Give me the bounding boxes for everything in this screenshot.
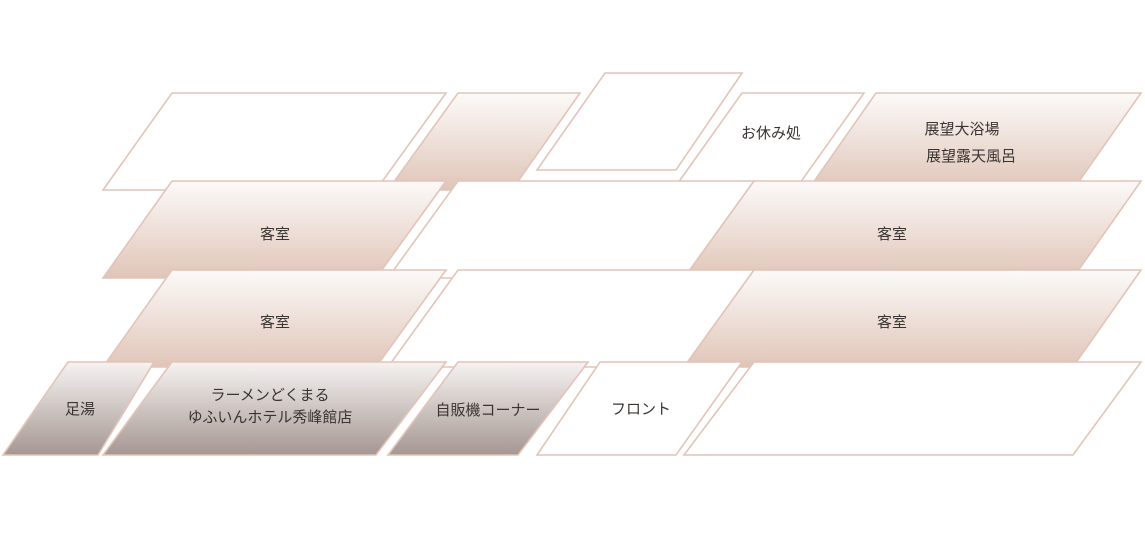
ramen-shop-branch-label: ゆふいんホテル秀峰館店	[188, 408, 353, 426]
guest-room-2f-right-label: 客室	[877, 313, 907, 331]
footbath-tile[interactable]	[1, 361, 156, 456]
guest-room-3f-right-label: 客室	[877, 225, 907, 243]
ramen-shop-tile[interactable]	[101, 361, 448, 456]
rest-area-label: お休み処	[741, 124, 801, 142]
guest-room-2f-right-tile[interactable]	[682, 269, 1143, 368]
guest-room-3f-left-label: 客室	[260, 225, 290, 243]
vending-corner-label: 自販機コーナー	[435, 401, 540, 419]
guest-room-3f-right-tile[interactable]	[682, 180, 1143, 279]
front-desk-tile[interactable]	[535, 361, 744, 456]
top-floor-blank-room-1	[101, 92, 448, 191]
vending-corner-tile[interactable]	[386, 361, 590, 456]
observation-open-air-bath-label: 展望露天風呂	[926, 147, 1016, 165]
footbath-label: 足湯	[65, 400, 95, 418]
top-floor-stairwell-tile	[535, 72, 744, 171]
guest-room-2f-left-label: 客室	[260, 313, 290, 331]
observation-bath-tile[interactable]	[806, 92, 1143, 191]
front-desk-label: フロント	[611, 400, 671, 418]
observation-bath-label: 展望大浴場	[924, 120, 999, 138]
ramen-shop-name-label: ラーメンどくまる	[211, 386, 330, 404]
ground-floor-blank-area-tile	[682, 361, 1143, 456]
